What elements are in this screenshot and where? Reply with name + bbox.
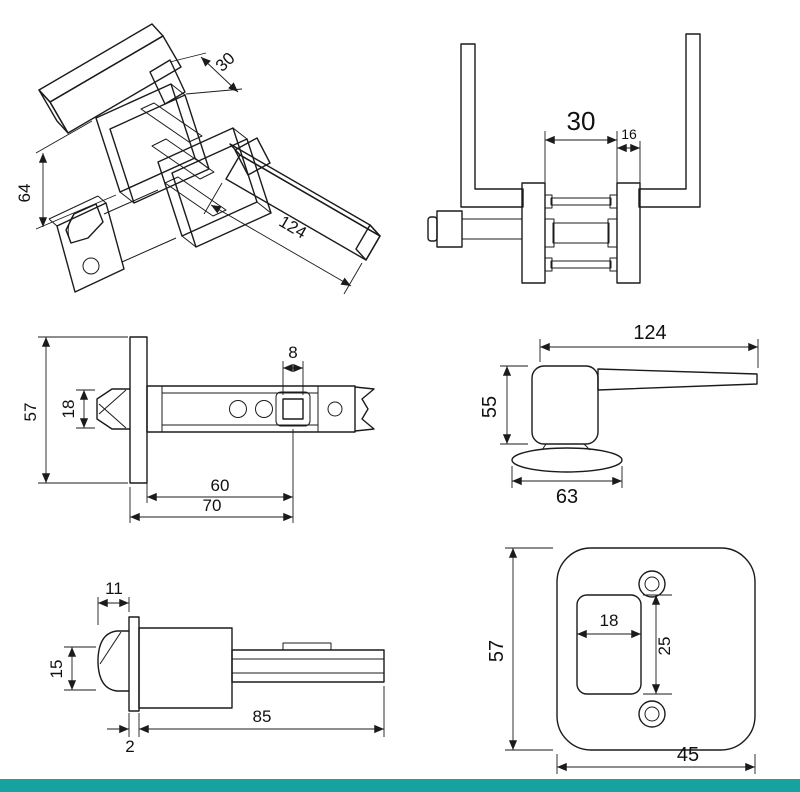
view-strike-plate: 18 25 57 45 — [486, 547, 756, 774]
lever-arm — [597, 368, 758, 391]
latch-case — [138, 627, 233, 709]
dim-cutout-height: 25 — [643, 594, 674, 695]
latch-bolt-head — [96, 388, 131, 430]
dim-label-iso-64: 64 — [15, 184, 34, 203]
dim-overall-length: 70 — [129, 487, 293, 523]
pin-hole-1 — [229, 400, 247, 418]
rose-base — [511, 447, 623, 473]
dim-rose-gap: 30 — [544, 106, 618, 193]
strike-plate — [556, 547, 756, 751]
spindle-hole — [282, 398, 304, 420]
left-lever — [460, 43, 524, 208]
latch-bolt — [65, 203, 104, 244]
dim-lever-length: 124 — [203, 182, 363, 295]
dim-lever-length-side: 124 — [539, 322, 759, 368]
dim-rose-depth: 16 — [617, 126, 641, 193]
dim-lever-width: 30 — [169, 49, 243, 95]
latch-tail — [231, 649, 385, 683]
right-rose — [616, 182, 641, 284]
screw-hole-bottom — [638, 700, 666, 728]
dim-label-iso-124: 124 — [276, 212, 310, 243]
spindle — [544, 218, 618, 248]
view-front: 30 16 — [427, 33, 701, 284]
spindle-hub — [275, 391, 311, 427]
pin-hole-2 — [255, 400, 273, 418]
slide-prongs — [354, 386, 375, 432]
dim-bolt-height: 18 — [59, 389, 95, 429]
dim-backset: 60 — [146, 429, 294, 523]
tail-tab — [282, 642, 332, 651]
dim-bolt-height-profile: 15 — [47, 646, 96, 691]
dim-label-side-55: 55 — [479, 396, 501, 418]
through-bolt-bottom — [544, 257, 618, 272]
dim-cutout-width: 18 — [577, 611, 641, 639]
dim-label-latch-70: 70 — [203, 496, 222, 515]
bolt-cutout — [576, 594, 642, 695]
dim-plate-height: 57 — [486, 547, 553, 751]
view-isometric: 30 64 124 — [15, 23, 381, 295]
through-bolt-top — [544, 194, 618, 209]
dim-faceplate-height: 57 — [21, 336, 128, 484]
dim-label-latch-57: 57 — [21, 403, 40, 422]
dim-rose-height: 64 — [15, 120, 117, 230]
spindle-posts — [140, 102, 227, 217]
left-rose — [521, 182, 546, 284]
latch-stub — [427, 210, 522, 248]
view-latch-profile: 11 15 2 85 — [47, 579, 385, 756]
footer-accent-bar — [0, 779, 800, 792]
dim-label-latch-60: 60 — [211, 476, 230, 495]
near-rose — [157, 127, 272, 248]
latch-unit — [48, 189, 177, 293]
dim-label-plate-25: 25 — [655, 637, 674, 656]
pin-hole-3 — [327, 401, 343, 417]
dim-label-prof-11: 11 — [105, 579, 123, 598]
dim-label-prof-15: 15 — [47, 660, 66, 679]
dim-label-side-124: 124 — [633, 322, 666, 344]
screw-hole — [82, 257, 100, 275]
dim-label-prof-2: 2 — [125, 737, 134, 756]
dim-plate-thickness: 2 — [107, 713, 140, 756]
dim-plate-width: 45 — [556, 744, 756, 774]
dim-label-latch-8: 8 — [288, 343, 297, 362]
dim-label-side-63: 63 — [556, 486, 578, 508]
lever-grip-base — [531, 365, 599, 445]
screw-hole-top — [638, 570, 666, 598]
faceplate-profile — [128, 616, 140, 712]
dim-label-latch-18: 18 — [59, 400, 78, 419]
dim-spindle-hole: 8 — [282, 343, 304, 395]
far-rose — [95, 83, 210, 204]
dim-rose-diameter: 63 — [511, 466, 623, 508]
near-lever — [225, 137, 381, 261]
dim-label-front-16: 16 — [621, 126, 637, 142]
far-lever — [38, 23, 186, 134]
view-lever-side: 124 55 63 — [479, 322, 759, 508]
view-latch-assembly: 57 18 8 60 70 — [21, 336, 375, 523]
dim-height: 55 — [479, 365, 528, 445]
latch-faceplate — [56, 202, 125, 293]
faceplate — [129, 336, 148, 484]
dim-label-plate-45: 45 — [677, 744, 699, 766]
dim-bolt-throw: 11 — [97, 579, 130, 625]
dim-body-length: 85 — [139, 686, 385, 737]
latch-body — [146, 385, 356, 433]
dim-label-front-30: 30 — [567, 106, 596, 136]
dim-label-prof-85: 85 — [253, 707, 272, 726]
latch-bolt-profile — [97, 630, 130, 692]
right-lever — [638, 33, 701, 208]
dim-label-plate-18: 18 — [600, 611, 619, 630]
dim-label-plate-57: 57 — [486, 640, 508, 662]
